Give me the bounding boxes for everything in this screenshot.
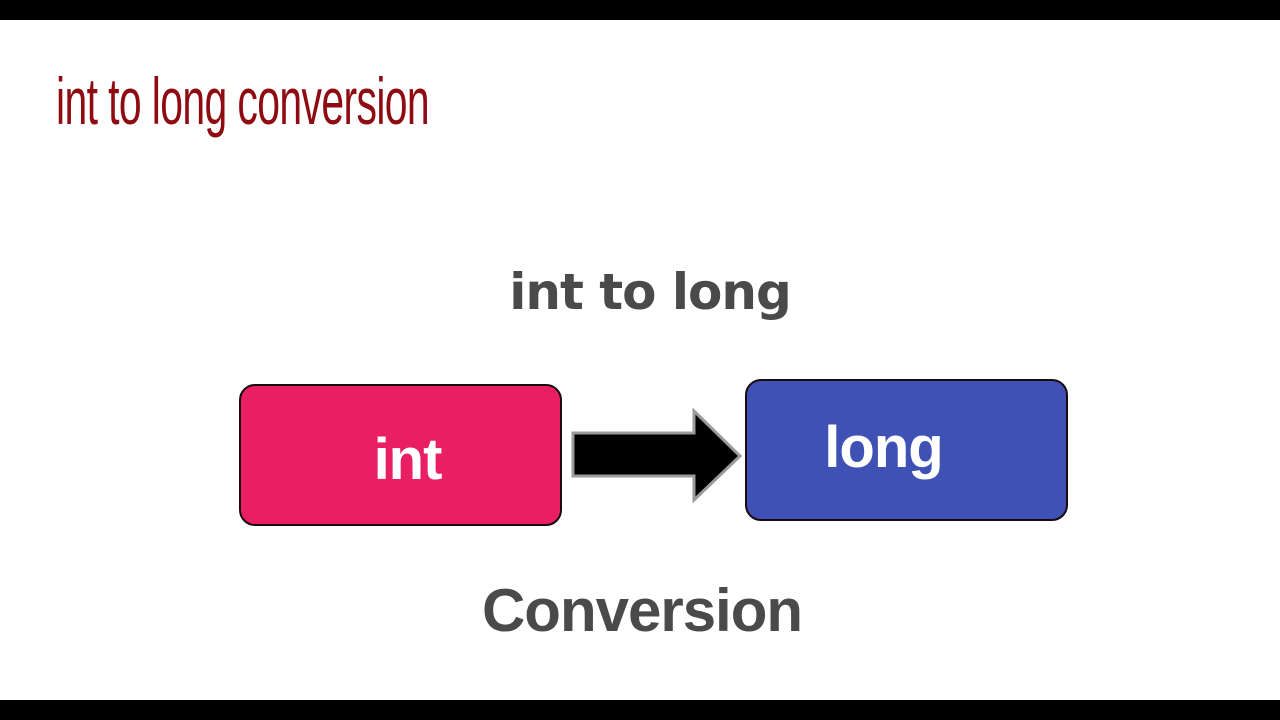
- letterbox-bottom: [0, 700, 1280, 720]
- conversion-label: Conversion: [481, 577, 803, 644]
- letterbox-top: [0, 0, 1280, 20]
- int-type-box: int: [239, 384, 562, 526]
- arrow-right-icon: [571, 408, 743, 504]
- page-title: int to long conversion: [56, 64, 430, 138]
- long-type-label: long: [824, 414, 943, 480]
- int-type-label: int: [373, 426, 443, 492]
- slide: [0, 20, 1280, 700]
- diagram-subtitle: int to long: [509, 263, 792, 321]
- long-type-box: long: [745, 379, 1068, 521]
